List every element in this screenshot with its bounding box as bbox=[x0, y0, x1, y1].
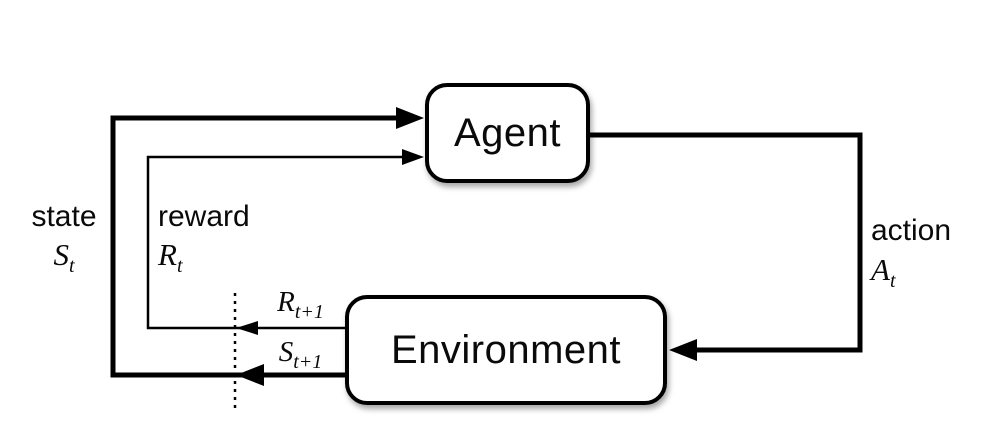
next-reward-symbol-base: R bbox=[277, 286, 295, 318]
reward-symbol-sub: t bbox=[176, 255, 183, 278]
agent-label: Agent bbox=[453, 110, 562, 155]
next-reward-arrowhead-at-boundary bbox=[236, 321, 258, 335]
reward-arrowhead-into-agent bbox=[402, 149, 424, 165]
next-reward-symbol-sub: t+1 bbox=[294, 300, 324, 323]
action-symbol-base: A bbox=[871, 252, 890, 287]
state-arrowhead-into-agent bbox=[396, 107, 424, 129]
reward-word-label: reward bbox=[158, 200, 250, 233]
next-state-symbol-sub: t+1 bbox=[293, 350, 323, 373]
reward-symbol-base: R bbox=[158, 237, 177, 272]
next-reward-symbol: Rt+1 bbox=[253, 286, 348, 322]
state-word-label: state bbox=[31, 200, 97, 233]
reward-symbol: Rt bbox=[158, 237, 183, 276]
next-state-symbol-base: S bbox=[278, 336, 294, 368]
environment-node: Environment bbox=[345, 295, 667, 405]
action-edge-line bbox=[588, 132, 863, 353]
action-arrowhead-into-environment bbox=[669, 339, 697, 361]
state-symbol: St bbox=[18, 237, 110, 276]
state-symbol-base: S bbox=[53, 237, 69, 272]
environment-label: Environment bbox=[390, 327, 622, 372]
next-state-arrowhead-at-boundary bbox=[236, 364, 264, 386]
next-state-symbol: St+1 bbox=[253, 336, 348, 372]
action-symbol-sub: t bbox=[889, 270, 896, 293]
action-word-label: action bbox=[871, 214, 952, 247]
state-edge-line bbox=[110, 115, 400, 378]
agent-node: Agent bbox=[425, 83, 590, 183]
action-symbol: At bbox=[871, 252, 896, 291]
state-symbol-sub: t bbox=[68, 255, 75, 278]
